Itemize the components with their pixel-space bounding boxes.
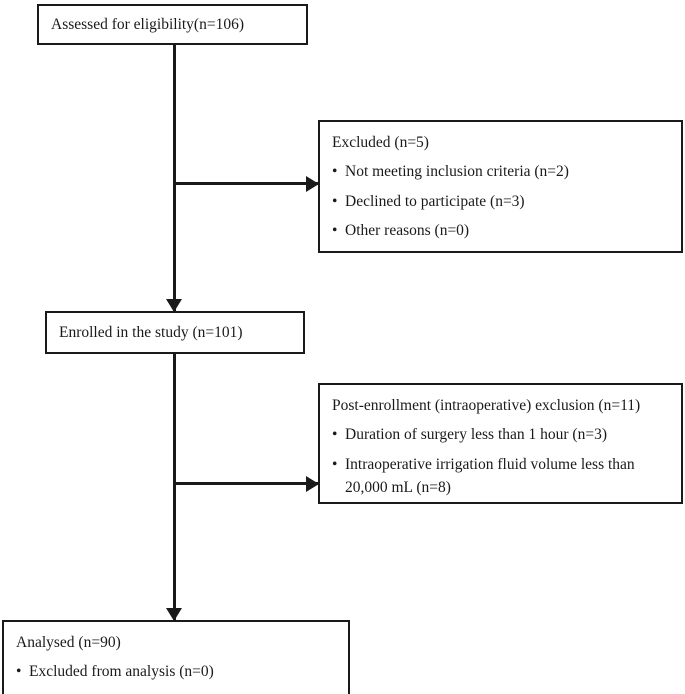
list-item: Other reasons (n=0)	[332, 219, 669, 243]
node-excluded-bullet-list: Not meeting inclusion criteria (n=2) Dec…	[332, 160, 669, 243]
arrowhead-into-post-enrollment-exclusion	[306, 476, 319, 492]
connector-assessed-to-enrolled	[173, 44, 176, 312]
connector-enrolled-to-analysed	[173, 353, 176, 621]
list-item: Excluded from analysis (n=0)	[16, 660, 336, 684]
arrowhead-into-enrolled	[166, 299, 182, 312]
connector-trunk-to-post-enrollment-exclusion	[173, 482, 321, 485]
connector-trunk-to-excluded	[173, 182, 321, 185]
node-assessed-for-eligibility: Assessed for eligibility(n=106)	[37, 4, 308, 45]
node-post-enrollment-bullet-list: Duration of surgery less than 1 hour (n=…	[332, 423, 669, 500]
node-post-enrollment-title: Post-enrollment (intraoperative) exclusi…	[332, 397, 641, 414]
node-excluded: Excluded (n=5) Not meeting inclusion cri…	[318, 120, 683, 253]
node-post-enrollment-exclusion: Post-enrollment (intraoperative) exclusi…	[318, 383, 683, 504]
list-item: Declined to participate (n=3)	[332, 190, 669, 214]
node-enrolled-in-study: Enrolled in the study (n=101)	[45, 311, 305, 354]
node-analysed: Analysed (n=90) Excluded from analysis (…	[2, 620, 350, 694]
list-item: Intraoperative irrigation fluid volume l…	[332, 453, 669, 500]
arrowhead-into-analysed	[166, 608, 182, 621]
node-enrolled-title: Enrolled in the study (n=101)	[59, 323, 243, 341]
list-item-line-1: Intraoperative irrigation fluid volume l…	[345, 455, 635, 473]
list-item: Not meeting inclusion criteria (n=2)	[332, 160, 669, 184]
arrowhead-into-excluded	[306, 176, 319, 192]
list-item: Duration of surgery less than 1 hour (n=…	[332, 423, 669, 447]
node-analysed-title: Analysed (n=90)	[16, 634, 121, 651]
list-item-line-2: 20,000 mL (n=8)	[345, 479, 451, 497]
node-analysed-bullet-list: Excluded from analysis (n=0)	[16, 660, 336, 684]
node-excluded-title: Excluded (n=5)	[332, 134, 429, 151]
node-assessed-title: Assessed for eligibility(n=106)	[51, 15, 244, 33]
